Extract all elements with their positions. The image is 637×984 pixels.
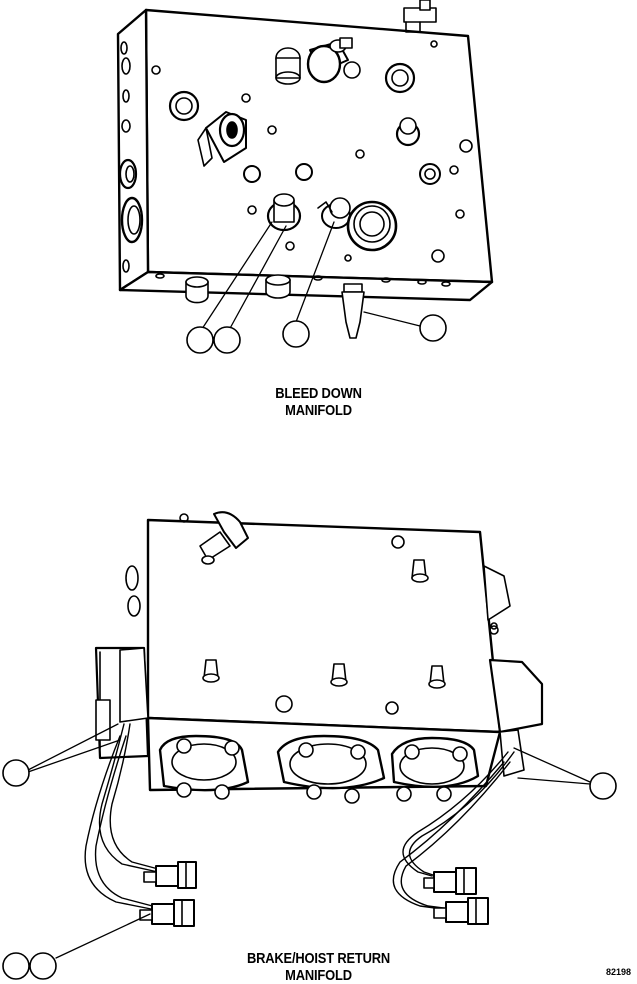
bleed-down-manifold-drawing xyxy=(116,0,494,354)
callout-bubble xyxy=(186,326,214,354)
callout-bubble xyxy=(419,314,447,342)
bleed-down-caption-line1: BLEED DOWN xyxy=(275,385,362,402)
bleed-down-large-plug xyxy=(346,200,398,252)
brake-hoist-left-block xyxy=(94,565,150,760)
brake-hoist-right-connector-upper xyxy=(423,867,477,895)
callout-bubble xyxy=(2,952,30,980)
brake-hoist-right-harness xyxy=(392,751,515,911)
brake-hoist-caption-line2: MANIFOLD xyxy=(285,967,352,984)
bleed-down-test-point-2 xyxy=(317,197,351,229)
bleed-down-solenoid xyxy=(275,37,361,85)
brake-hoist-leader-lines xyxy=(27,723,591,959)
brake-hoist-left-harness xyxy=(84,723,163,911)
bleed-down-leader-lines xyxy=(199,221,421,333)
brake-hoist-manifold-drawing xyxy=(2,511,617,980)
bleed-down-caption-line2: MANIFOLD xyxy=(285,402,352,419)
figure-number: 82198 xyxy=(605,967,631,977)
callout-bubble xyxy=(29,952,57,980)
callout-bubble xyxy=(213,326,241,354)
callout-bubble xyxy=(2,759,30,787)
brake-hoist-left-connector-upper xyxy=(143,861,197,889)
bleed-down-caption: BLEED DOWN MANIFOLD xyxy=(45,385,593,419)
brake-hoist-caption-line1: BRAKE/HOIST RETURN xyxy=(246,950,391,967)
bleed-down-bottom-fittings xyxy=(155,273,451,304)
brake-hoist-callouts xyxy=(2,759,617,980)
callout-bubble xyxy=(589,772,617,800)
bleed-down-callouts xyxy=(186,314,447,354)
brake-hoist-right-block xyxy=(483,565,544,777)
brake-hoist-top-face xyxy=(146,518,502,734)
brake-hoist-studs xyxy=(202,535,498,715)
callout-bubble xyxy=(282,320,310,348)
bleed-down-top-sensor xyxy=(403,0,437,33)
brake-hoist-front-caps xyxy=(158,734,480,804)
bleed-down-cartridge xyxy=(341,283,365,339)
brake-hoist-left-connector-lower xyxy=(139,899,195,927)
brake-hoist-top-hose xyxy=(179,511,249,565)
bleed-down-side-face xyxy=(116,8,150,292)
bleed-down-pressure-switch xyxy=(197,111,247,167)
bleed-down-side-ports xyxy=(118,41,144,273)
bleed-down-front-ports xyxy=(151,40,473,263)
brake-hoist-right-connector-lower xyxy=(433,897,489,925)
brake-hoist-caption: BRAKE/HOIST RETURN MANIFOLD xyxy=(45,950,593,984)
